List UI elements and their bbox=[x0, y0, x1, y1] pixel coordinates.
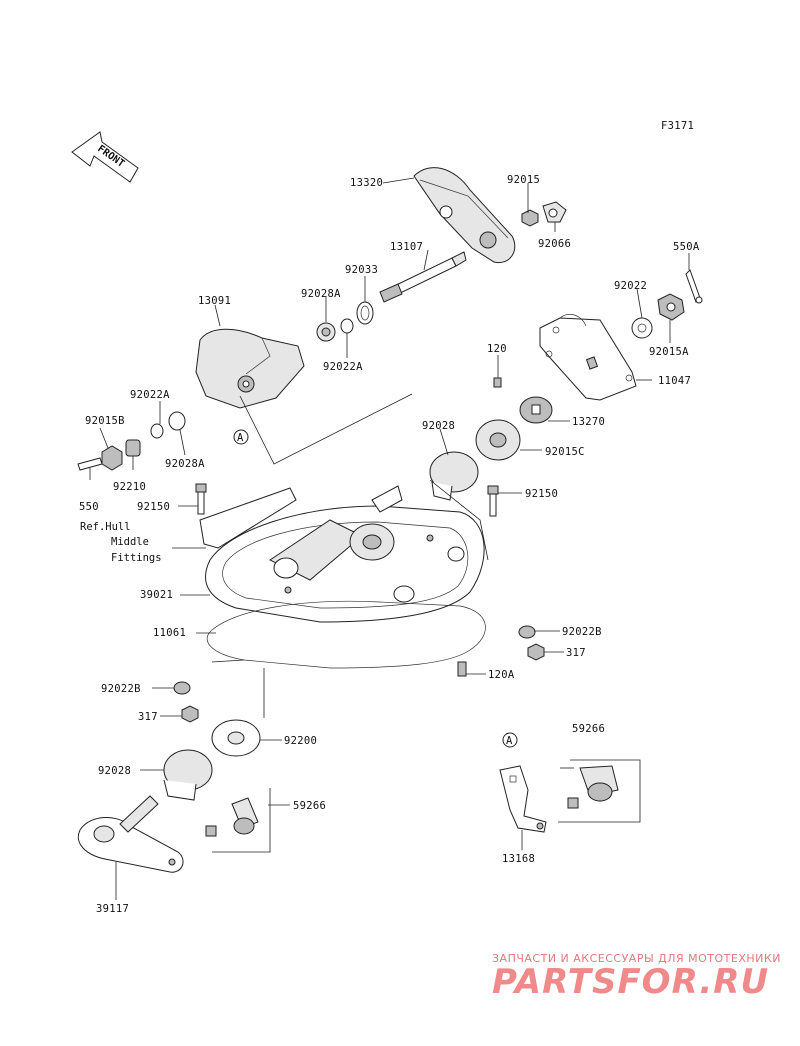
svg-text:A: A bbox=[237, 432, 244, 444]
reference-note-line-3: Fittings bbox=[111, 552, 162, 564]
part-13320-drawing bbox=[413, 167, 516, 264]
part-120A-drawing bbox=[457, 661, 467, 677]
label-317-left: 317 bbox=[138, 711, 158, 723]
part-92022A-top-drawing bbox=[340, 318, 354, 334]
ref-hull-bracket-drawing bbox=[199, 487, 297, 549]
label-59266-right: 59266 bbox=[572, 723, 605, 735]
part-labels: 13320 92015 92066 13107 92033 550A 13091… bbox=[79, 174, 700, 915]
front-arrow-icon: FRONT bbox=[71, 131, 139, 183]
part-120-drawing bbox=[493, 377, 502, 388]
leader-lines bbox=[89, 177, 690, 900]
label-13091: 13091 bbox=[198, 295, 231, 307]
label-92015A: 92015A bbox=[649, 346, 689, 358]
part-59266-left-drawing bbox=[205, 797, 259, 837]
part-92210-drawing bbox=[125, 439, 141, 457]
svg-text:A: A bbox=[506, 735, 513, 747]
label-92210: 92210 bbox=[113, 481, 146, 493]
label-550: 550 bbox=[79, 501, 99, 513]
label-92022B-left: 92022B bbox=[101, 683, 141, 695]
label-92150-right: 92150 bbox=[525, 488, 558, 500]
label-39021: 39021 bbox=[140, 589, 173, 601]
part-317-left-drawing bbox=[181, 705, 199, 723]
label-92015B: 92015B bbox=[85, 415, 125, 427]
watermark-caption: ЗАПЧАСТИ И АКСЕССУАРЫ ДЛЯ МОТОТЕХНИКИ bbox=[492, 952, 781, 965]
label-120: 120 bbox=[487, 343, 507, 355]
part-11061-drawing bbox=[206, 600, 486, 669]
label-11047: 11047 bbox=[658, 375, 691, 387]
part-92150-right-drawing bbox=[487, 485, 499, 517]
label-92028A-top: 92028A bbox=[301, 288, 341, 300]
part-92028A-left-drawing bbox=[168, 411, 186, 431]
part-550-drawing bbox=[77, 457, 103, 471]
part-92022B-left-drawing bbox=[173, 681, 191, 695]
label-13320: 13320 bbox=[350, 177, 383, 189]
label-59266-left: 59266 bbox=[293, 800, 326, 812]
label-92200: 92200 bbox=[284, 735, 317, 747]
label-92022B-right: 92022B bbox=[562, 626, 602, 638]
label-11061: 11061 bbox=[153, 627, 186, 639]
figure-code: F3171 bbox=[661, 120, 694, 132]
reference-note-line-2: Middle bbox=[111, 536, 149, 548]
part-13270-drawing bbox=[519, 396, 553, 424]
part-317-right-drawing bbox=[527, 643, 545, 661]
part-39117-drawing bbox=[78, 795, 184, 873]
part-92015A-drawing bbox=[657, 293, 685, 321]
part-92022B-right-drawing bbox=[518, 625, 536, 639]
label-92015C: 92015C bbox=[545, 446, 585, 458]
label-92028A-left: 92028A bbox=[165, 458, 205, 470]
part-13091-drawing bbox=[195, 328, 305, 409]
watermark: ЗАПЧАСТИ И АКСЕССУАРЫ ДЛЯ МОТОТЕХНИКИ PA… bbox=[492, 952, 781, 1002]
label-92150-left: 92150 bbox=[137, 501, 170, 513]
label-13107: 13107 bbox=[390, 241, 423, 253]
label-92022A-left: 92022A bbox=[130, 389, 170, 401]
label-550A: 550A bbox=[673, 241, 700, 253]
watermark-brand: PARTSFOR.RU bbox=[492, 962, 769, 1002]
part-13107-drawing bbox=[379, 251, 467, 303]
label-120A: 120A bbox=[488, 669, 515, 681]
label-92022A-top: 92022A bbox=[323, 361, 363, 373]
label-92028-low: 92028 bbox=[98, 765, 131, 777]
part-92015B-drawing bbox=[101, 445, 123, 471]
label-13270: 13270 bbox=[572, 416, 605, 428]
label-92066: 92066 bbox=[538, 238, 571, 250]
callout-A-bottom: A bbox=[502, 732, 518, 748]
part-13168-drawing bbox=[499, 765, 547, 833]
part-92015-92066-drawing bbox=[521, 201, 567, 227]
callout-A-top: A bbox=[233, 429, 249, 445]
part-92028-low-drawing bbox=[163, 749, 213, 801]
label-317-right: 317 bbox=[566, 647, 586, 659]
reference-note: Ref.Hull Middle Fittings bbox=[80, 521, 162, 564]
label-92015: 92015 bbox=[507, 174, 540, 186]
part-92028-mid-drawing bbox=[429, 451, 479, 501]
part-92150-left-drawing bbox=[195, 483, 207, 515]
part-92033-drawing bbox=[356, 301, 374, 325]
label-92022: 92022 bbox=[614, 280, 647, 292]
label-39117: 39117 bbox=[96, 903, 129, 915]
reference-note-line-1: Ref.Hull bbox=[80, 521, 131, 533]
part-39021-drawing bbox=[205, 485, 485, 623]
label-92028-mid: 92028 bbox=[422, 420, 455, 432]
part-11047-drawing bbox=[539, 314, 637, 401]
part-92022A-left-drawing bbox=[150, 423, 164, 439]
part-550A-drawing bbox=[685, 269, 703, 304]
part-92015C-drawing bbox=[475, 419, 521, 461]
part-59266-right-drawing bbox=[567, 765, 619, 809]
label-92033: 92033 bbox=[345, 264, 378, 276]
label-13168: 13168 bbox=[502, 853, 535, 865]
part-92022-drawing bbox=[631, 317, 653, 339]
